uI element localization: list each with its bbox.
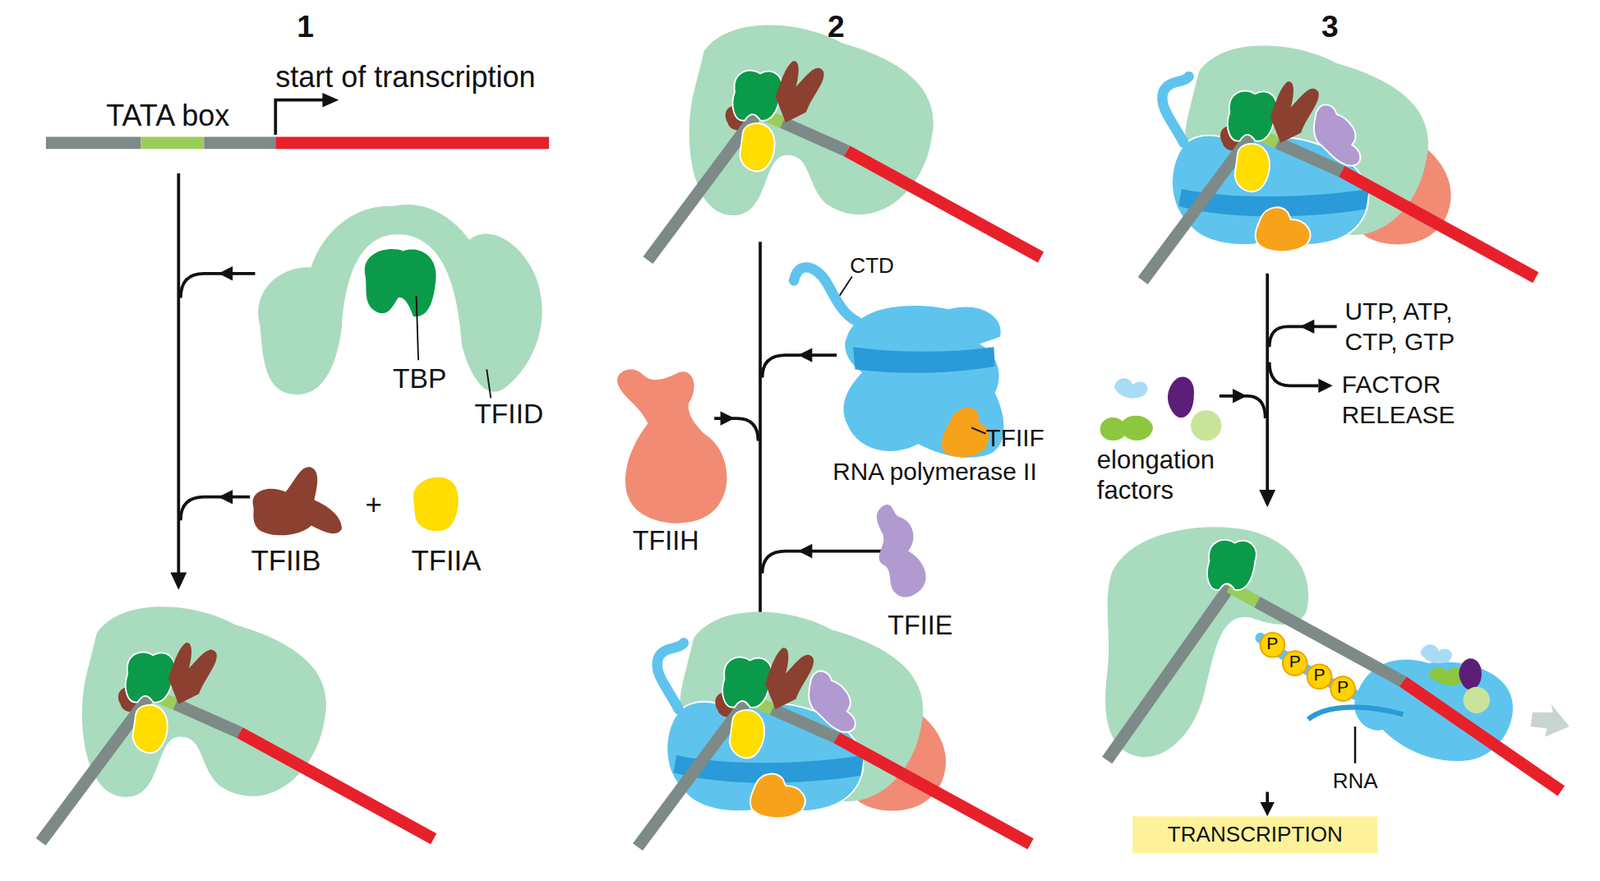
step-number: 3 bbox=[1321, 8, 1339, 46]
phosphate-mark: P bbox=[1305, 663, 1333, 690]
phosphate-mark: P bbox=[1258, 631, 1286, 659]
node-label: TFIIE bbox=[887, 610, 953, 643]
elongation-factors: elongation factors bbox=[1092, 362, 1261, 506]
step-number: 2 bbox=[827, 8, 845, 46]
node-label: RNA polymerase II bbox=[832, 456, 1037, 487]
node-label: P bbox=[1281, 653, 1309, 671]
tfiif-factor: TFIIF bbox=[938, 402, 1061, 459]
node-label: TFIID bbox=[474, 397, 544, 431]
node-label: P bbox=[1305, 666, 1333, 684]
tfiih-factor: TFIIH bbox=[607, 362, 746, 557]
transcription-box: TRANSCRIPTION bbox=[1132, 816, 1378, 854]
node-label: TFIIF bbox=[985, 423, 1044, 453]
node-label: TFIIB bbox=[250, 544, 321, 579]
tfiie-factor: TFIIE bbox=[866, 497, 964, 641]
tbp-protein: TBP bbox=[357, 244, 460, 398]
annotation-label: CTD bbox=[849, 252, 895, 278]
node-label: P bbox=[1258, 634, 1286, 652]
annotation-label: FACTOR RELEASE bbox=[1341, 368, 1475, 431]
annotation-label: TATA box bbox=[106, 97, 230, 134]
node-label: TBP bbox=[392, 362, 447, 396]
phosphate-mark: P bbox=[1281, 650, 1309, 677]
node-label: P bbox=[1329, 678, 1356, 697]
phosphate-mark: P bbox=[1329, 675, 1356, 702]
node-shape bbox=[785, 249, 1072, 490]
tfiia-factor: TFIIA bbox=[402, 471, 500, 582]
tfiib-factor: TFIIB bbox=[244, 459, 358, 582]
node-label: TRANSCRIPTION bbox=[1132, 823, 1378, 845]
annotation-label: UTP, ATP, CTP, GTP bbox=[1345, 295, 1468, 358]
rna-polymerase: RNA polymerase IITFIIF bbox=[785, 249, 1072, 490]
node-label: TFIIH bbox=[632, 525, 700, 558]
annotation-label: start of transcription bbox=[275, 59, 535, 95]
tfiid-factor: TFIID TBP bbox=[249, 193, 557, 439]
annotation-label: + bbox=[365, 488, 383, 523]
node-label: TFIIA bbox=[410, 544, 481, 579]
annotation-label: RNA bbox=[1332, 767, 1379, 794]
step-number: 1 bbox=[296, 8, 314, 46]
node-label: elongation factors bbox=[1097, 443, 1261, 506]
